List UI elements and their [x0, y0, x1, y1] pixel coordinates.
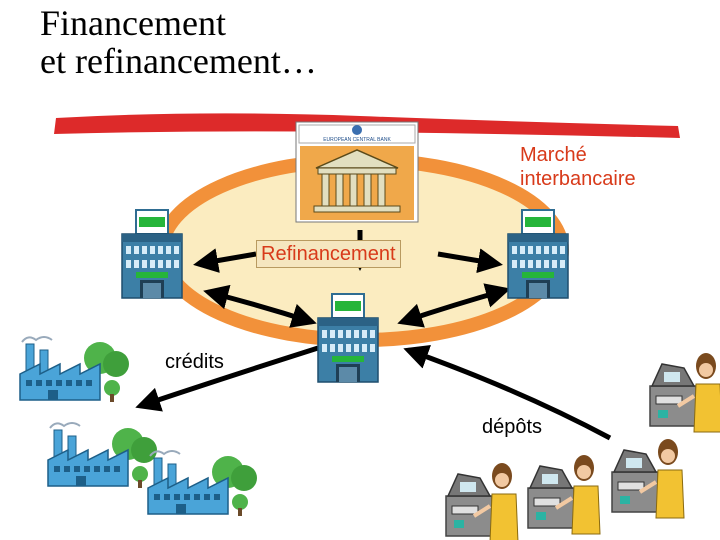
factory-icon-2: [47, 422, 158, 489]
title-line-2: et refinancement…: [40, 41, 317, 81]
depositor-icon-3: [526, 453, 602, 536]
interbank-market-label: Marché interbancaire: [520, 143, 636, 191]
refinancing-label: Refinancement: [256, 240, 401, 268]
arrow-left-center: [203, 284, 317, 328]
central-bank-sign: EUROPEAN CENTRAL BANK: [323, 137, 391, 143]
depositor-icon-4: [444, 461, 520, 540]
slide-title: Financement et refinancement…: [40, 4, 317, 80]
arrows: [135, 230, 612, 441]
credits-label: crédits: [165, 351, 224, 373]
market-label-line-2: interbancaire: [520, 168, 636, 190]
deposits-label: dépôts: [482, 416, 543, 438]
arrow-right-center: [397, 283, 511, 328]
factory-icon-1: [19, 336, 130, 403]
arrow-left-refi: [193, 248, 257, 273]
arrow-right-refi: [437, 248, 503, 274]
market-label-line-1: Marché: [520, 144, 587, 166]
title-line-1: Financement: [40, 3, 226, 43]
arrow-credits: [135, 345, 319, 412]
depositor-icon-1: [648, 351, 720, 434]
factory-icon-3: [147, 450, 258, 517]
arrow-deposits: [403, 344, 612, 441]
central-bank-icon: EUROPEAN CENTRAL BANK: [295, 121, 419, 223]
depositor-icon-2: [610, 437, 686, 520]
